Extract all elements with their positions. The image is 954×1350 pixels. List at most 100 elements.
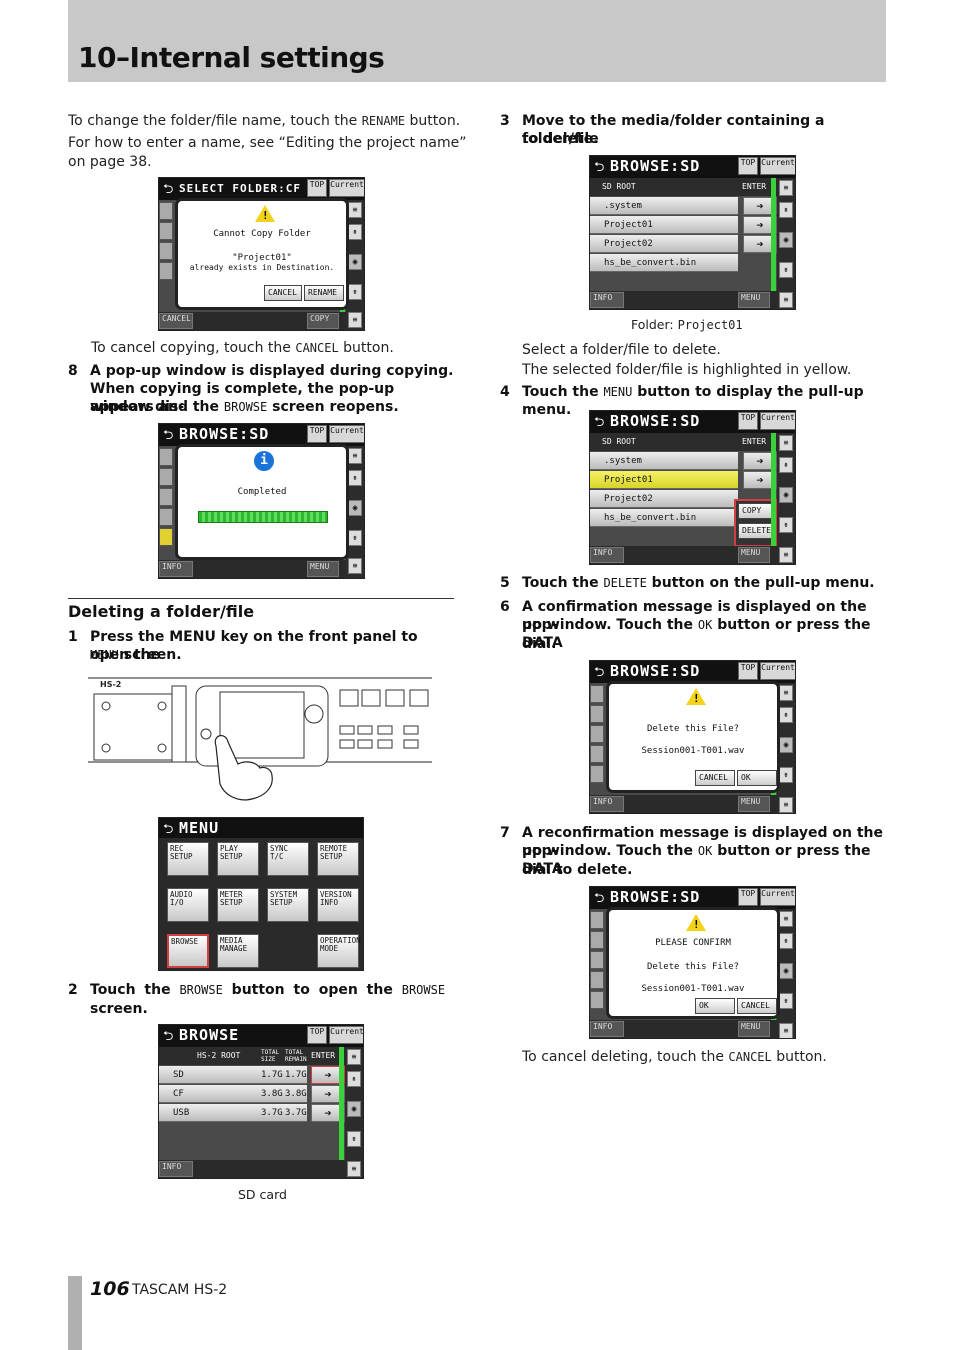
- enter-button[interactable]: ENTER: [311, 1051, 336, 1060]
- footer-copy-button[interactable]: COPY: [307, 313, 339, 329]
- menu-button[interactable]: MENU: [738, 547, 770, 563]
- top-button[interactable]: TOP: [738, 157, 758, 175]
- error-popup: ! Cannot Copy Folder "Project01" already…: [175, 198, 349, 310]
- file-row[interactable]: hs_be_convert.bin: [590, 254, 738, 272]
- top-button[interactable]: TOP: [738, 888, 758, 906]
- file-row[interactable]: hs_be_convert.bin: [590, 509, 738, 527]
- enter-arrow[interactable]: ➔: [743, 197, 777, 215]
- paragraph-see: For how to enter a name, see “Editing th…: [68, 135, 467, 151]
- confirm-popup: ! Delete this File? Session001-T001.wav …: [606, 681, 780, 793]
- caption-sd-card: SD card: [238, 1187, 287, 1202]
- menu-media-manage[interactable]: MEDIA MANAGE: [217, 934, 259, 968]
- info-button[interactable]: INFO: [590, 796, 624, 812]
- info-button[interactable]: INFO: [590, 1021, 624, 1037]
- menu-sync-tc[interactable]: SYNC T/C: [267, 842, 309, 876]
- page-number: 106: [90, 1278, 130, 1300]
- enter-arrow[interactable]: ➔: [743, 452, 777, 470]
- enter-arrow[interactable]: ➔: [743, 216, 777, 234]
- enter-arrow-usb[interactable]: ➔: [311, 1104, 345, 1122]
- menu-remote-setup[interactable]: REMOTE SETUP: [317, 842, 359, 876]
- menu-button[interactable]: MENU: [307, 561, 339, 577]
- screen-title: BROWSE: [179, 1026, 240, 1044]
- top-button[interactable]: TOP: [738, 662, 758, 680]
- back-icon[interactable]: ⮌: [594, 665, 605, 680]
- top-button[interactable]: TOP: [307, 425, 327, 443]
- menu-button[interactable]: MENU: [738, 1021, 770, 1037]
- current-button[interactable]: Current: [760, 662, 795, 680]
- back-icon[interactable]: ⮌: [163, 182, 174, 197]
- reconfirm-popup: ! PLEASE CONFIRM Delete this File? Sessi…: [606, 907, 780, 1019]
- menu-version-info[interactable]: VERSION INFO: [317, 888, 359, 922]
- footer-cancel-button[interactable]: CANCEL: [159, 313, 193, 329]
- cancel-button[interactable]: CANCEL: [737, 998, 777, 1014]
- menu-play-setup[interactable]: PLAY SETUP: [217, 842, 259, 876]
- info-button[interactable]: INFO: [590, 547, 624, 563]
- menu-audio-io[interactable]: AUDIO I/O: [167, 888, 209, 922]
- top-button[interactable]: TOP: [307, 1026, 327, 1044]
- screen-title: MENU: [179, 819, 220, 837]
- enter-arrow-sd[interactable]: ➔: [311, 1066, 345, 1084]
- enter-arrow[interactable]: ➔: [743, 471, 777, 489]
- enter-arrow-cf[interactable]: ➔: [311, 1085, 345, 1103]
- section-heading: Deleting a folder/file: [68, 602, 255, 621]
- menu-button[interactable]: MENU: [738, 796, 770, 812]
- cancel-delete-note: To cancel deleting, touch the CANCEL but…: [522, 1049, 827, 1065]
- cancel-button[interactable]: CANCEL: [264, 285, 302, 301]
- back-icon[interactable]: ⮌: [594, 415, 605, 430]
- top-button[interactable]: TOP: [307, 179, 327, 197]
- back-icon[interactable]: ⮌: [163, 428, 174, 443]
- file-row[interactable]: Project02: [590, 235, 738, 253]
- current-button[interactable]: Current: [760, 157, 795, 175]
- file-row[interactable]: .system: [590, 197, 738, 215]
- rename-button[interactable]: RENAME: [304, 285, 344, 301]
- enter-button[interactable]: ENTER: [742, 182, 767, 191]
- file-row[interactable]: Project02: [590, 490, 738, 508]
- screen-delete-confirm: ⮌ BROWSE:SD TOP Current ≡⇞◉⇟≡ ! Delete t…: [589, 660, 796, 814]
- ok-button[interactable]: OK: [695, 998, 735, 1014]
- enter-arrow[interactable]: ➔: [743, 235, 777, 253]
- back-icon[interactable]: ⮌: [163, 822, 174, 837]
- device-illustration: HS-2: [88, 676, 432, 802]
- screen-delete-reconfirm: ⮌ BROWSE:SD TOP Current ≡⇞◉⇟≡ ! PLEASE C…: [589, 886, 796, 1039]
- screen-select-folder: ⮌ SELECT FOLDER:CF TOP Current ≡⇞◉⇟≡ ! C…: [158, 177, 365, 331]
- screen-browse-sd: ⮌ BROWSE:SD TOP Current SD ROOT ENTER .s…: [589, 155, 796, 310]
- warning-icon: !: [685, 914, 707, 934]
- cancel-copy-note: To cancel copying, touch the CANCEL butt…: [91, 340, 394, 356]
- current-button[interactable]: Current: [329, 425, 364, 443]
- ok-button[interactable]: OK: [737, 770, 777, 786]
- screen-completed: ⮌ BROWSE:SD TOP Current ≡⇞◉⇟≡ i Complete…: [158, 423, 365, 579]
- screen-title: BROWSE:SD: [610, 157, 701, 175]
- file-row-selected[interactable]: Project01: [590, 471, 738, 489]
- current-button[interactable]: Current: [329, 1026, 363, 1044]
- info-button[interactable]: INFO: [159, 1161, 193, 1177]
- page-title: 10–Internal settings: [78, 41, 385, 74]
- back-icon[interactable]: ⮌: [594, 891, 605, 906]
- menu-button[interactable]: MENU: [738, 292, 770, 308]
- delete-button[interactable]: DELETE: [738, 523, 774, 539]
- paragraph-see-2: on page 38.: [68, 154, 152, 170]
- current-button[interactable]: Current: [760, 412, 795, 430]
- info-button[interactable]: INFO: [590, 292, 624, 308]
- file-row[interactable]: .system: [590, 452, 738, 470]
- top-button[interactable]: TOP: [738, 412, 758, 430]
- back-icon[interactable]: ⮌: [594, 160, 605, 175]
- enter-button[interactable]: ENTER: [742, 437, 767, 446]
- file-row[interactable]: Project01: [590, 216, 738, 234]
- menu-browse[interactable]: BROWSE: [167, 934, 209, 968]
- menu-system-setup[interactable]: SYSTEM SETUP: [267, 888, 309, 922]
- menu-meter-setup[interactable]: METER SETUP: [217, 888, 259, 922]
- menu-rec-setup[interactable]: REC SETUP: [167, 842, 209, 876]
- pullup-menu: COPY DELETE: [734, 499, 778, 547]
- back-icon[interactable]: ⮌: [163, 1029, 174, 1044]
- cancel-button[interactable]: CANCEL: [695, 770, 735, 786]
- menu-operation-mode[interactable]: OPERATION MODE: [317, 934, 361, 968]
- screen-pullup-menu: ⮌ BROWSE:SD TOP Current SD ROOT ENTER .s…: [589, 410, 796, 565]
- copy-button[interactable]: COPY: [738, 503, 774, 519]
- info-button[interactable]: INFO: [159, 561, 193, 577]
- current-button[interactable]: Current: [329, 179, 364, 197]
- screen-title: BROWSE:SD: [610, 888, 701, 906]
- current-button[interactable]: Current: [760, 888, 795, 906]
